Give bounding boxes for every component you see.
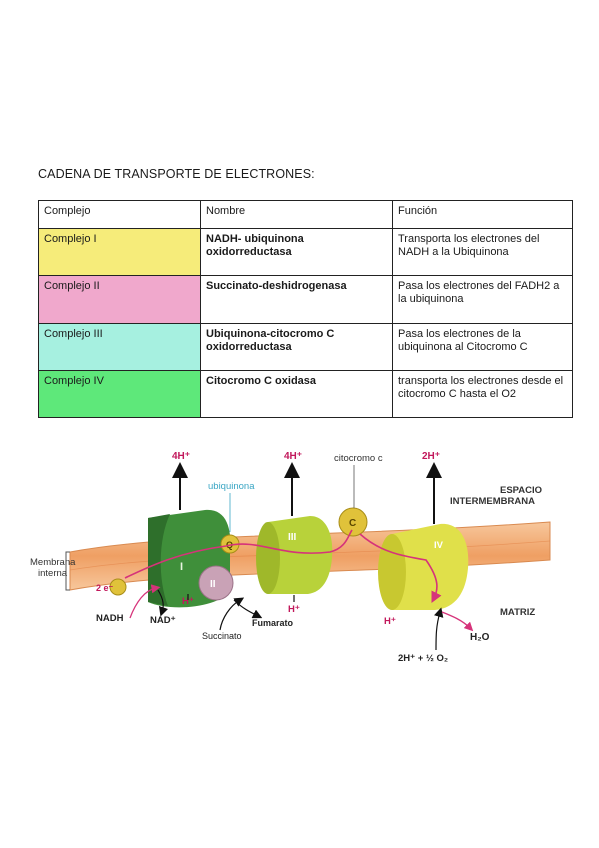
- h-label-iii: H⁺: [288, 604, 300, 615]
- nad-arrow: [157, 589, 169, 617]
- complex-ii: II: [198, 565, 234, 601]
- cytochrome-c: C: [338, 507, 368, 537]
- proton-label-iii-top: 4H⁺: [284, 451, 302, 462]
- page-title: CADENA DE TRANSPORTE DE ELECTRONES:: [38, 167, 315, 181]
- header-funcion: Función: [392, 200, 573, 229]
- nad-label: NAD⁺: [150, 615, 176, 626]
- complejo-cell: Complejo II: [38, 275, 201, 324]
- oxygen-arrow: [434, 607, 444, 651]
- succinato-label: Succinato: [202, 631, 242, 641]
- complejo-cell: Complejo IV: [38, 369, 201, 419]
- funcion-cell: transporta los electrones desde el citoc…: [392, 369, 573, 419]
- proton-label-i-top: 4H⁺: [172, 451, 190, 462]
- nombre-cell: Ubiquinona-citocromo C oxidorreductasa: [200, 322, 393, 371]
- oxygen-label: 2H⁺ + ½ O₂: [398, 653, 448, 664]
- matriz-label: MATRIZ: [500, 607, 535, 618]
- nombre-cell: NADH- ubiquinona oxidorreductasa: [200, 227, 393, 277]
- proton-label-iv-top: 2H⁺: [422, 451, 440, 462]
- espacio-label: ESPACIO: [500, 485, 542, 496]
- complex-table: Complejo Nombre Función Complejo I NADH-…: [38, 200, 573, 419]
- h-label-iv: H⁺: [384, 616, 396, 627]
- complex-i-label: I: [180, 561, 183, 573]
- nombre-cell: Citocromo C oxidasa: [200, 369, 393, 419]
- funcion-cell: Transporta los electrones del NADH a la …: [392, 227, 573, 277]
- h2o-label: H₂O: [470, 632, 490, 643]
- table-header-row: Complejo Nombre Función: [38, 200, 573, 229]
- citocromo-label: citocromo c: [334, 453, 383, 464]
- interna-label: interna: [38, 568, 68, 579]
- nadh-arrow: [129, 584, 161, 619]
- ubiquinona-label: ubiquinona: [208, 481, 255, 492]
- succinato-arrow: [219, 597, 245, 631]
- table-row: Complejo III Ubiquinona-citocromo C oxid…: [38, 322, 573, 371]
- c-label: C: [349, 518, 356, 529]
- funcion-cell: Pasa los electrones de la ubiquinona al …: [392, 322, 573, 371]
- complex-ii-label: II: [210, 579, 216, 590]
- fumarato-arrow: [233, 599, 263, 619]
- electrons-label: 2 e⁻: [96, 583, 114, 593]
- membrana-label: Membrana: [30, 557, 76, 568]
- membrane-bracket: [65, 551, 70, 591]
- complejo-cell: Complejo III: [38, 322, 201, 371]
- fumarato-label: Fumarato: [252, 618, 294, 628]
- table-row: Complejo IV Citocromo C oxidasa transpor…: [38, 369, 573, 419]
- water-arrow: [441, 611, 474, 632]
- complex-iii: III: [256, 516, 333, 594]
- header-complejo: Complejo: [38, 200, 201, 229]
- intermembrana-label: INTERMEMBRANA: [450, 496, 535, 507]
- h-label-i: H⁺: [182, 596, 194, 607]
- table-row: Complejo I NADH- ubiquinona oxidorreduct…: [38, 227, 573, 277]
- nombre-cell: Succinato-deshidrogenasa: [200, 275, 393, 324]
- electron-path: [124, 529, 437, 598]
- complejo-cell: Complejo I: [38, 227, 201, 277]
- electron-transport-diagram: Membrana interna I II Q ubiquinona III C…: [30, 451, 551, 664]
- complex-iv: IV: [378, 523, 469, 610]
- complex-iv-label: IV: [434, 540, 444, 551]
- table-row: Complejo II Succinato-deshidrogenasa Pas…: [38, 275, 573, 324]
- nadh-label: NADH: [96, 613, 124, 624]
- funcion-cell: Pasa los electrones del FADH2 a la ubiqu…: [392, 275, 573, 324]
- complex-iii-label: III: [288, 532, 297, 543]
- header-nombre: Nombre: [200, 200, 393, 229]
